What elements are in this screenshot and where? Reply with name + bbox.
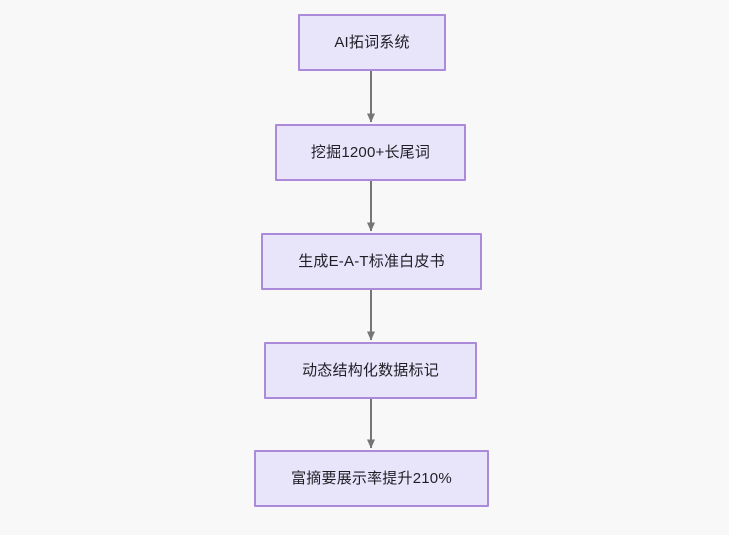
node-label: AI拓词系统 xyxy=(334,33,410,51)
flowchart-node-ai-keyword-system[interactable]: AI拓词系统 xyxy=(298,14,446,71)
node-label: 挖掘1200+长尾词 xyxy=(310,143,431,161)
flowchart-node-generate-eat-whitepaper[interactable]: 生成E-A-T标准白皮书 xyxy=(261,233,482,290)
node-label: 富摘要展示率提升210% xyxy=(291,469,452,487)
node-label: 动态结构化数据标记 xyxy=(302,361,439,379)
flowchart-node-dynamic-structured-data-markup[interactable]: 动态结构化数据标记 xyxy=(264,342,477,399)
flowchart-node-mine-longtail-keywords[interactable]: 挖掘1200+长尾词 xyxy=(275,124,466,181)
node-label: 生成E-A-T标准白皮书 xyxy=(298,252,445,270)
flowchart-node-rich-snippet-impression-lift[interactable]: 富摘要展示率提升210% xyxy=(254,450,489,507)
